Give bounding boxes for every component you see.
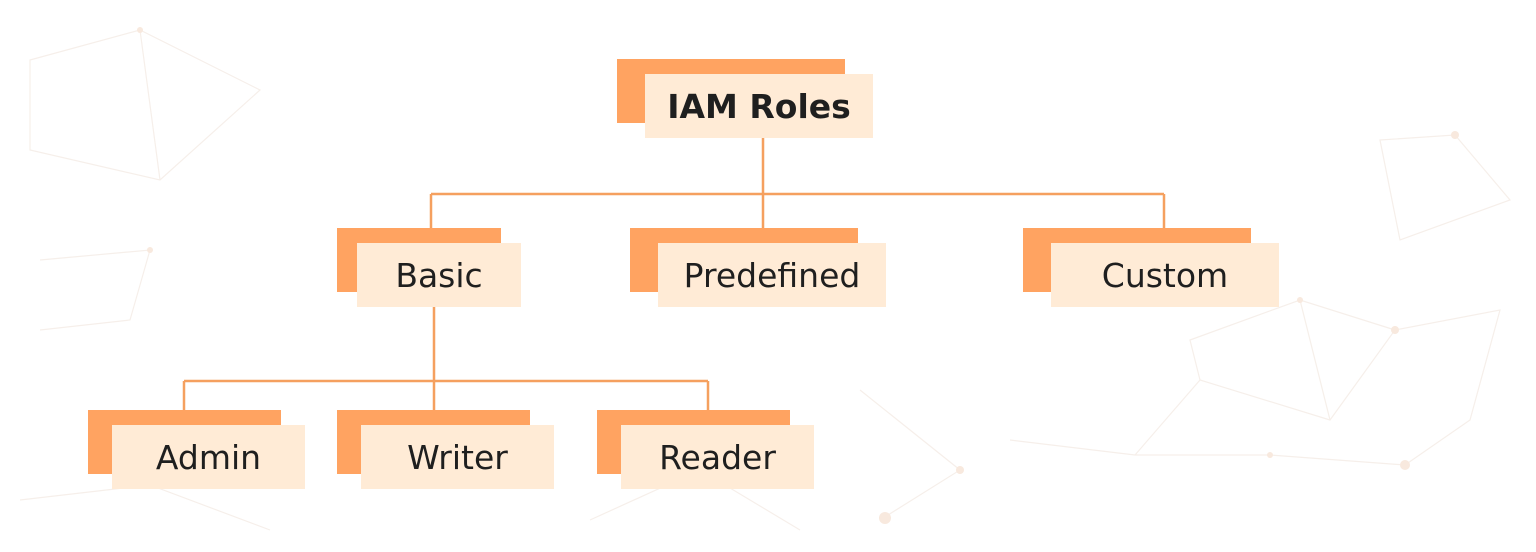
node-custom: Custom xyxy=(1023,228,1279,307)
node-iam-roles: IAM Roles xyxy=(617,59,873,138)
node-basic: Basic xyxy=(337,228,521,307)
node-reader: Reader xyxy=(597,410,814,489)
node-label: Basic xyxy=(357,243,521,307)
node-label: Predefined xyxy=(658,243,886,307)
node-writer: Writer xyxy=(337,410,554,489)
node-label: Writer xyxy=(361,425,554,489)
node-label: Reader xyxy=(621,425,814,489)
node-label: Custom xyxy=(1051,243,1279,307)
node-admin: Admin xyxy=(88,410,305,489)
node-label: Admin xyxy=(112,425,305,489)
node-predefined: Predefined xyxy=(630,228,886,307)
node-label: IAM Roles xyxy=(645,74,873,138)
